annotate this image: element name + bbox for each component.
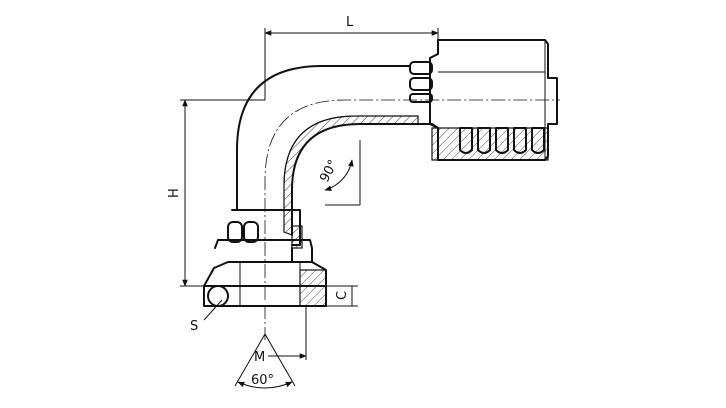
ferrule-serrations xyxy=(459,127,545,154)
tube-outer-wall xyxy=(236,65,411,211)
ferrule-body xyxy=(437,39,558,101)
lower-collar-rings xyxy=(227,221,259,243)
nipple-bore-line xyxy=(417,123,439,129)
thread-angle-label: 60° xyxy=(251,373,274,388)
dim-H-label: H xyxy=(167,188,182,198)
dim-L-label: L xyxy=(346,15,354,30)
thread-angle-arc xyxy=(237,381,293,389)
nut-section-hatch xyxy=(299,269,327,307)
bend-centerline xyxy=(264,99,560,300)
dim-M-label: M xyxy=(254,350,265,365)
collar-rings xyxy=(409,61,433,103)
angle-90-label: 90° xyxy=(317,157,341,184)
s-leader-line xyxy=(203,299,223,321)
dim-C-label: C xyxy=(335,291,350,300)
tube-inner-wall xyxy=(291,123,419,236)
angle-90-arc xyxy=(324,159,354,191)
tube-wall-section xyxy=(283,115,419,236)
thread-angle-right xyxy=(264,333,296,387)
s-label: S xyxy=(190,319,198,334)
thread-angle-left xyxy=(234,333,266,387)
nut-chamfer xyxy=(203,261,313,287)
collar-section-hatch xyxy=(291,225,303,249)
nut-hex-corner xyxy=(207,285,229,307)
